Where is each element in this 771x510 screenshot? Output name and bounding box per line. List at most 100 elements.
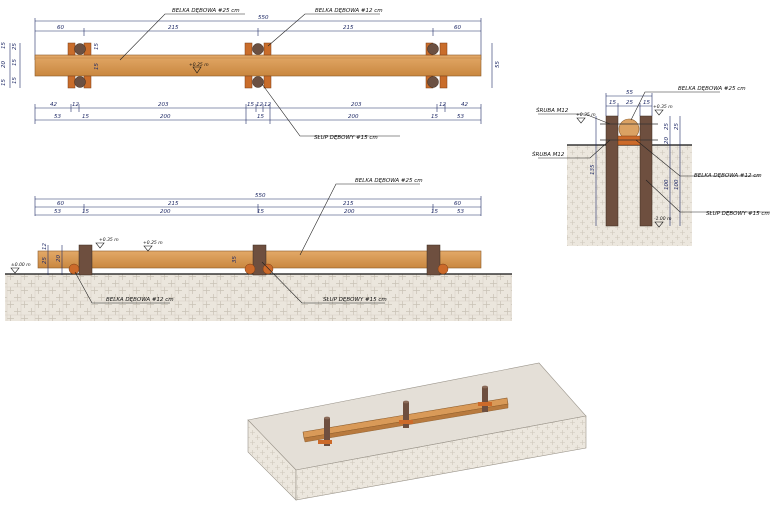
isometric-view — [247, 362, 587, 501]
plan-beam-25 — [34, 54, 482, 77]
plan-row1-6: 12 — [264, 102, 271, 108]
elev-row2-6: 15 — [431, 209, 438, 215]
plan-row1-1: 42 — [50, 102, 57, 108]
elev-level-marker-2-icon — [143, 245, 153, 252]
plan-mid-dim: 15 — [94, 43, 100, 50]
section-label-sruba-1: ŚRUBA M12 — [536, 107, 569, 114]
plan-row2-7: 53 — [457, 114, 464, 120]
elev-total-dim: 550 — [255, 193, 266, 199]
section-level-1: +0.35 m — [576, 112, 596, 118]
elev-post-left — [78, 244, 93, 276]
plan-label-slup15: SŁUP DĘBOWY #15 cm — [314, 135, 378, 141]
elev-row2-3: 200 — [160, 209, 171, 215]
plan-row1-5: 12 — [256, 102, 263, 108]
plan-left-dim-6: 15 — [12, 77, 18, 84]
elev-mid-dim: 35 — [232, 256, 238, 263]
section-right-dim-2: 25 — [674, 123, 680, 130]
plan-row2-2: 15 — [82, 114, 89, 120]
plan-right-dim: 55 — [495, 61, 501, 68]
elev-ground — [5, 274, 512, 321]
plan-row2-4: 15 — [257, 114, 264, 120]
elev-log-right — [437, 263, 449, 275]
section-top-dim-1: 55 — [626, 90, 633, 96]
section-label-belka12: BELKA DĘBOWA #12 cm — [694, 173, 762, 179]
section-right-dim-3: 20 — [664, 137, 670, 144]
section-right-dim-4: 100 — [674, 179, 680, 190]
plan-row1-7: 203 — [351, 102, 362, 108]
elev-level-1: +0.35 m — [99, 237, 119, 243]
section-left-dim: 135 — [590, 164, 596, 175]
elev-left-dim-2: 25 — [42, 257, 48, 264]
elev-level-marker-1-icon — [95, 242, 105, 249]
elev-post-mid — [252, 244, 267, 276]
iso-posts — [318, 385, 492, 446]
plan-label-belka25: BELKA DĘBOWA #25 cm — [172, 8, 240, 14]
elev-left-dim-1: 12 — [42, 243, 48, 250]
section-top-dim-2: 15 — [609, 100, 616, 106]
plan-span-4: 60 — [454, 25, 461, 31]
plan-row1-9: 42 — [461, 102, 468, 108]
plan-total-dim: 550 — [258, 15, 269, 21]
section-label-sruba-2: ŚRUBA M12 — [532, 151, 565, 158]
section-ground — [567, 145, 692, 246]
elev-left-dim-3: 20 — [56, 255, 62, 262]
plan-row1-4: 15 — [247, 102, 254, 108]
section-top-dim-3: 25 — [626, 100, 633, 106]
elev-label-belka12: BELKA DĘBOWA #12 cm — [106, 297, 174, 303]
elev-level-3: ±0.00 m — [11, 262, 31, 268]
elev-row2-4: 15 — [257, 209, 264, 215]
elev-span-2: 215 — [168, 201, 179, 207]
elev-level-2: +0.25 m — [143, 240, 163, 246]
plan-left-dim-2: 20 — [1, 61, 7, 68]
plan-row1-8: 12 — [439, 102, 446, 108]
plan-level-marker-icon — [192, 66, 202, 74]
plan-mid-dim-2: 15 — [94, 63, 100, 70]
elev-log-left — [68, 263, 80, 275]
plan-row2-3: 200 — [160, 114, 171, 120]
section-view: 55 15 25 15 25 25 20 100 100 135 +0.35 m… — [532, 86, 770, 246]
section-post-left — [605, 115, 619, 227]
elev-label-belka25: BELKA DĘBOWA #25 cm — [355, 178, 423, 184]
elev-post-right — [426, 244, 441, 276]
elev-row2-7: 53 — [457, 209, 464, 215]
plan-post-group-left — [67, 42, 92, 89]
section-level-marker-2-icon — [654, 109, 664, 116]
iso-slab-front — [295, 415, 587, 501]
plan-left-dim-3: 15 — [1, 79, 7, 86]
elev-row2-1: 53 — [54, 209, 61, 215]
section-label-slup15: SŁUP DĘBOWY #15 cm — [706, 211, 770, 217]
section-level-2: +0.35 m — [653, 104, 673, 110]
plan-row2-6: 15 — [431, 114, 438, 120]
plan-label-belka12: BELKA DĘBOWA #12 cm — [315, 8, 383, 14]
plan-span-2: 215 — [168, 25, 179, 31]
section-beam-12 — [617, 135, 641, 146]
plan-left-dim-5: 15 — [12, 59, 18, 66]
elev-row2-2: 15 — [82, 209, 89, 215]
section-label-belka25: BELKA DĘBOWA #25 cm — [678, 86, 746, 92]
section-level-marker-1-icon — [576, 117, 586, 124]
plan-row2-5: 200 — [348, 114, 359, 120]
plan-row1-2: 12 — [72, 102, 79, 108]
plan-row1-3: 203 — [158, 102, 169, 108]
plan-row2-1: 53 — [54, 114, 61, 120]
plan-level-text: +0.25 m — [189, 62, 209, 68]
elev-span-4: 60 — [454, 201, 461, 207]
plan-view: 550 60 215 215 60 — [1, 8, 501, 141]
elev-row2-5: 200 — [344, 209, 355, 215]
section-top-dim-4: 15 — [643, 100, 650, 106]
section-level-marker-3-icon — [654, 221, 664, 228]
elev-label-slup15: SŁUP DĘBOWY #15 cm — [323, 297, 387, 303]
plan-post-group-mid — [244, 42, 272, 89]
plan-left-dim-4: 25 — [12, 43, 18, 50]
elev-span-1: 60 — [57, 201, 64, 207]
section-right-dim-1: 25 — [664, 123, 670, 130]
plan-left-dim-1: 15 — [1, 42, 7, 49]
section-level-3: -1.00 m — [654, 216, 672, 222]
plan-span-3: 215 — [343, 25, 354, 31]
section-post-right — [639, 115, 653, 227]
plan-bottom-ticks-1 — [34, 104, 482, 124]
elev-log-mid-1 — [244, 263, 256, 275]
elevation-view: 550 60 215 215 60 53 15 200 15 200 15 53… — [5, 178, 512, 321]
